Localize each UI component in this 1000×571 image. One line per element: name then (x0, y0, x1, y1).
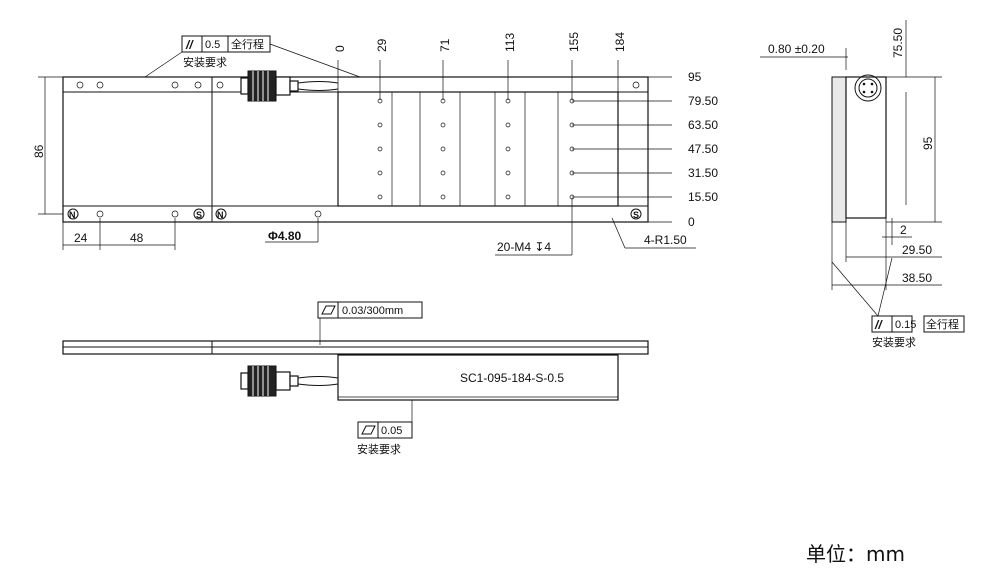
dim-95: 95 (921, 136, 935, 150)
svg-text:N: N (69, 210, 76, 220)
screw-hole (440, 122, 446, 128)
gap-tolerance: 0.80 ±0.20 (768, 42, 825, 56)
height-dimension: 86 (32, 76, 63, 215)
parallel-symbol: // (185, 38, 194, 52)
screw-hole (440, 146, 446, 152)
y-tick-95: 95 (688, 70, 702, 84)
screw-hole (377, 170, 383, 176)
screw-hole (505, 122, 511, 128)
side-parallel-symbol: // (874, 318, 883, 332)
y-tick-leaders (572, 76, 672, 223)
y-tick-63: 63.50 (688, 118, 718, 132)
svg-text:S: S (196, 210, 202, 220)
flatness-top: 0.03/300mm (342, 305, 403, 317)
front-view: SC1-095-184-S-0.5 0.03/300mm 0.05 安装要求 (62, 301, 649, 456)
x-tick-0: 0 (333, 45, 347, 52)
corner-radius: 4-R1.50 (644, 233, 687, 247)
top-view: N S N S 0 29 71 (32, 32, 718, 256)
x-tick-29: 29 (375, 38, 389, 52)
dim-29: 29.50 (902, 243, 932, 257)
y-tick-15: 15.50 (688, 190, 718, 204)
y-tick-0: 0 (688, 215, 695, 229)
height-86: 86 (32, 144, 46, 158)
screw-hole (377, 146, 383, 152)
x-tick-155: 155 (567, 32, 581, 52)
side-rail (831, 76, 847, 223)
model-number: SC1-095-184-S-0.5 (460, 371, 564, 385)
install-req-top: 安装要求 (183, 55, 227, 69)
dim-2: 2 (900, 223, 907, 237)
screw-hole (440, 194, 446, 200)
screw-hole (505, 170, 511, 176)
side-parallel-value: 0.15 (895, 319, 916, 331)
x-tick-113: 113 (503, 33, 517, 52)
units-label: 单位：mm (806, 542, 905, 566)
screw-hole (440, 170, 446, 176)
parallel-value: 0.5 (205, 39, 220, 51)
parallel-scope: 全行程 (231, 37, 264, 51)
screw-hole (377, 194, 383, 200)
install-req-front: 安装要求 (357, 442, 401, 456)
magnet-markers: N S N S (67, 208, 642, 220)
front-head (337, 354, 619, 401)
x-tick-184: 184 (613, 32, 627, 52)
install-req-side: 安装要求 (872, 335, 916, 349)
side-parallel-scope: 全行程 (926, 317, 959, 331)
screw-spec-leader: 20-M4 ↧4 4-R1.50 (495, 198, 696, 256)
screw-hole (377, 122, 383, 128)
dim-75: 75.50 (891, 28, 905, 58)
flatness-bottom: 0.05 (381, 425, 402, 437)
svg-text:S: S (633, 210, 639, 220)
rail-holes (76, 81, 640, 218)
dim-38: 38.50 (902, 271, 932, 285)
y-tick-31: 31.50 (688, 166, 718, 180)
screw-hole (505, 194, 511, 200)
parallel-tolerance-frame: // 0.5 全行程 安装要求 (144, 35, 361, 78)
connector-face (854, 74, 882, 102)
reading-head (337, 91, 619, 207)
bottom-dimensions: 24 48 Φ4.80 (62, 218, 319, 250)
side-view: 0.80 ±0.20 75.50 95 2 29.50 38.50 // 0.1… (760, 20, 965, 349)
y-tick-47: 47.50 (688, 142, 718, 156)
x-tick-leaders (337, 60, 619, 100)
hole-diameter: Φ4.80 (268, 229, 302, 243)
x-tick-71: 71 (438, 38, 452, 52)
cable-connector (240, 70, 339, 102)
dim-48: 48 (130, 231, 144, 245)
dim-24: 24 (74, 231, 88, 245)
svg-text:N: N (217, 210, 224, 220)
screw-hole (505, 146, 511, 152)
side-head (845, 76, 887, 219)
y-tick-79: 79.50 (688, 94, 718, 108)
screw-spec: 20-M4 ↧4 (497, 240, 551, 254)
